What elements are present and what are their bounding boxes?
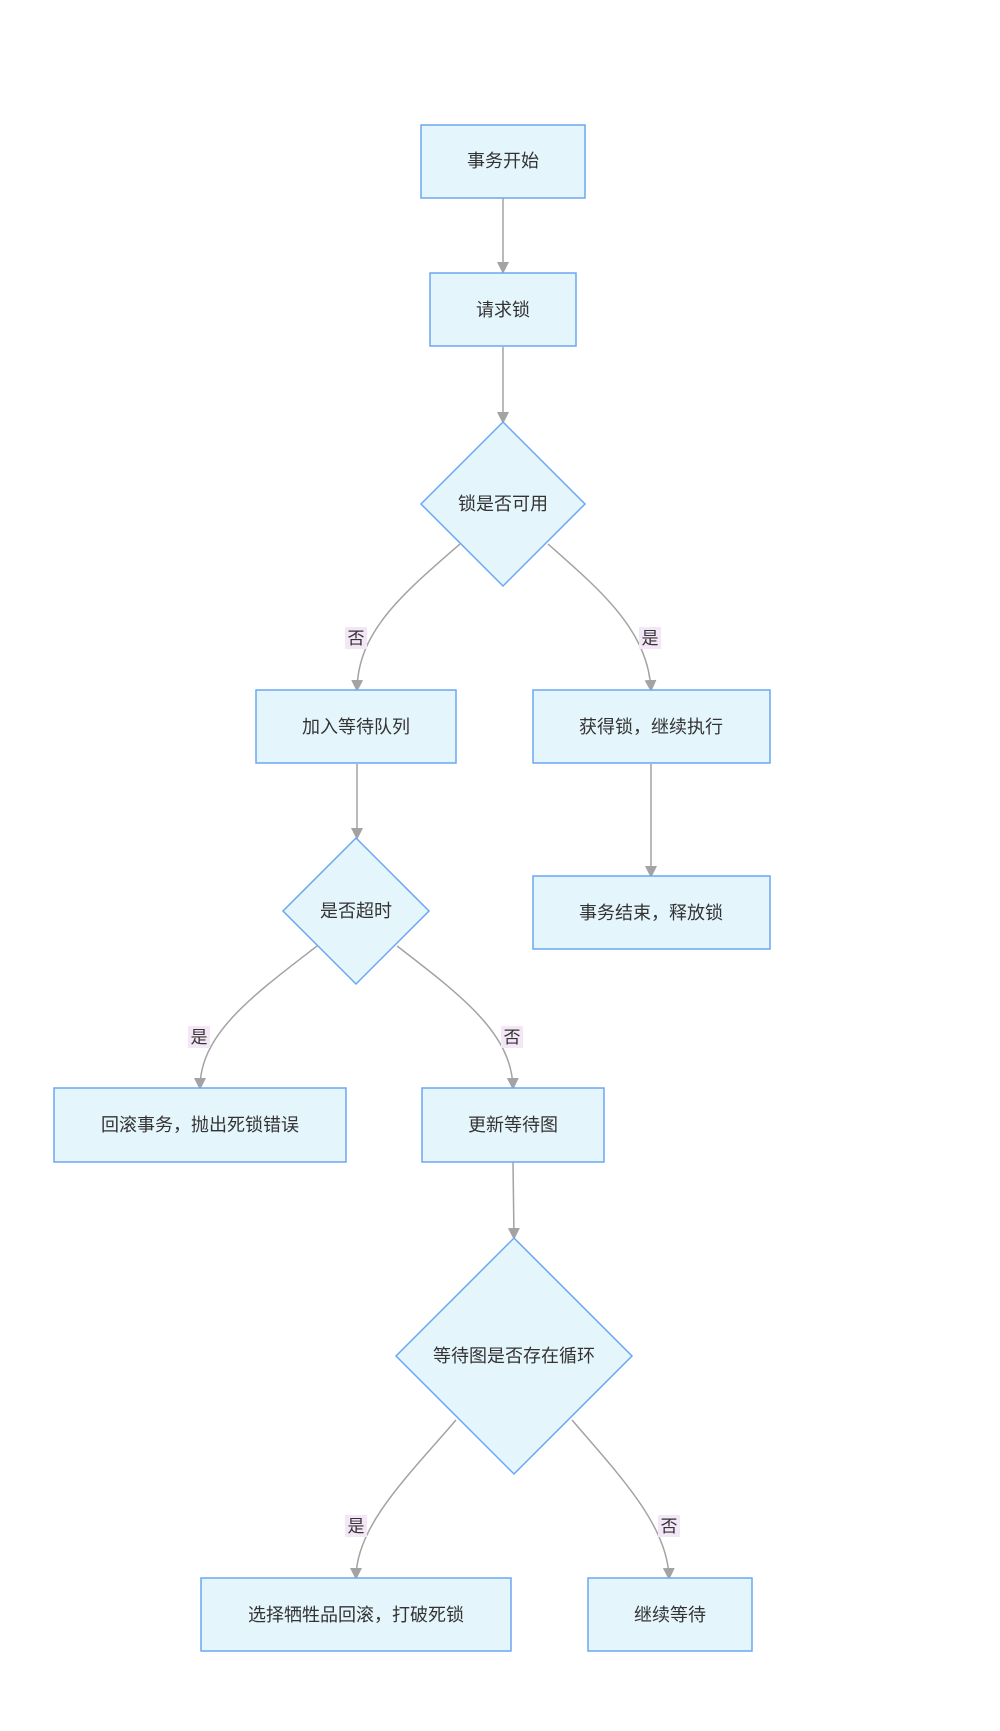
node-lock-available: 锁是否可用 — [419, 420, 587, 588]
node-update-wait-graph-label: 更新等待图 — [468, 1115, 558, 1136]
edge-cycle-no — [571, 1419, 675, 1580]
edge-cycle-yes — [350, 1419, 457, 1580]
node-update-wait-graph: 更新等待图 — [421, 1087, 605, 1163]
edge-timeout-yes — [194, 945, 318, 1090]
edge-update-to-cycle — [507, 1161, 520, 1240]
node-acquire-lock-label: 获得锁，继续执行 — [579, 717, 723, 738]
node-start: 事务开始 — [420, 124, 586, 199]
node-rollback: 回滚事务，抛出死锁错误 — [53, 1087, 347, 1163]
edge-label-timeout-yes: 是 — [191, 1028, 208, 1048]
edge-lock-no — [351, 543, 461, 692]
node-acquire-lock: 获得锁，继续执行 — [532, 689, 771, 764]
edge-label-lock-no: 否 — [348, 629, 365, 649]
node-is-timeout-label: 是否超时 — [320, 901, 392, 922]
node-start-label: 事务开始 — [467, 151, 539, 172]
edges — [194, 198, 675, 1580]
edge-label-lock-yes: 是 — [642, 629, 659, 649]
node-request-lock-label: 请求锁 — [476, 300, 530, 321]
edge-labels: 否 是 是 否 是 否 — [188, 627, 680, 1537]
node-has-cycle-label: 等待图是否存在循环 — [433, 1346, 595, 1367]
nodes: 事务开始 请求锁 锁是否可用 加入等待队列 获得锁，继续执行 是否超时 事务结束… — [53, 124, 771, 1652]
node-is-timeout: 是否超时 — [281, 836, 431, 986]
node-continue-wait: 继续等待 — [587, 1577, 753, 1652]
edge-lock-yes — [547, 543, 657, 692]
node-join-wait-queue: 加入等待队列 — [255, 689, 457, 764]
node-lock-available-label: 锁是否可用 — [458, 494, 548, 515]
node-tx-end-label: 事务结束，释放锁 — [579, 903, 723, 924]
edge-label-cycle-yes: 是 — [348, 1517, 365, 1537]
node-continue-wait-label: 继续等待 — [634, 1605, 706, 1626]
node-choose-victim: 选择牺牲品回滚，打破死锁 — [200, 1577, 512, 1652]
node-tx-end: 事务结束，释放锁 — [532, 875, 771, 950]
edge-label-cycle-no: 否 — [661, 1517, 678, 1537]
edge-label-timeout-no: 否 — [504, 1028, 521, 1048]
node-has-cycle: 等待图是否存在循环 — [394, 1236, 634, 1476]
node-rollback-label: 回滚事务，抛出死锁错误 — [101, 1115, 299, 1136]
node-choose-victim-label: 选择牺牲品回滚，打破死锁 — [248, 1605, 464, 1626]
edge-timeout-no — [396, 945, 519, 1090]
node-request-lock: 请求锁 — [429, 272, 577, 347]
node-join-wait-queue-label: 加入等待队列 — [302, 717, 410, 738]
